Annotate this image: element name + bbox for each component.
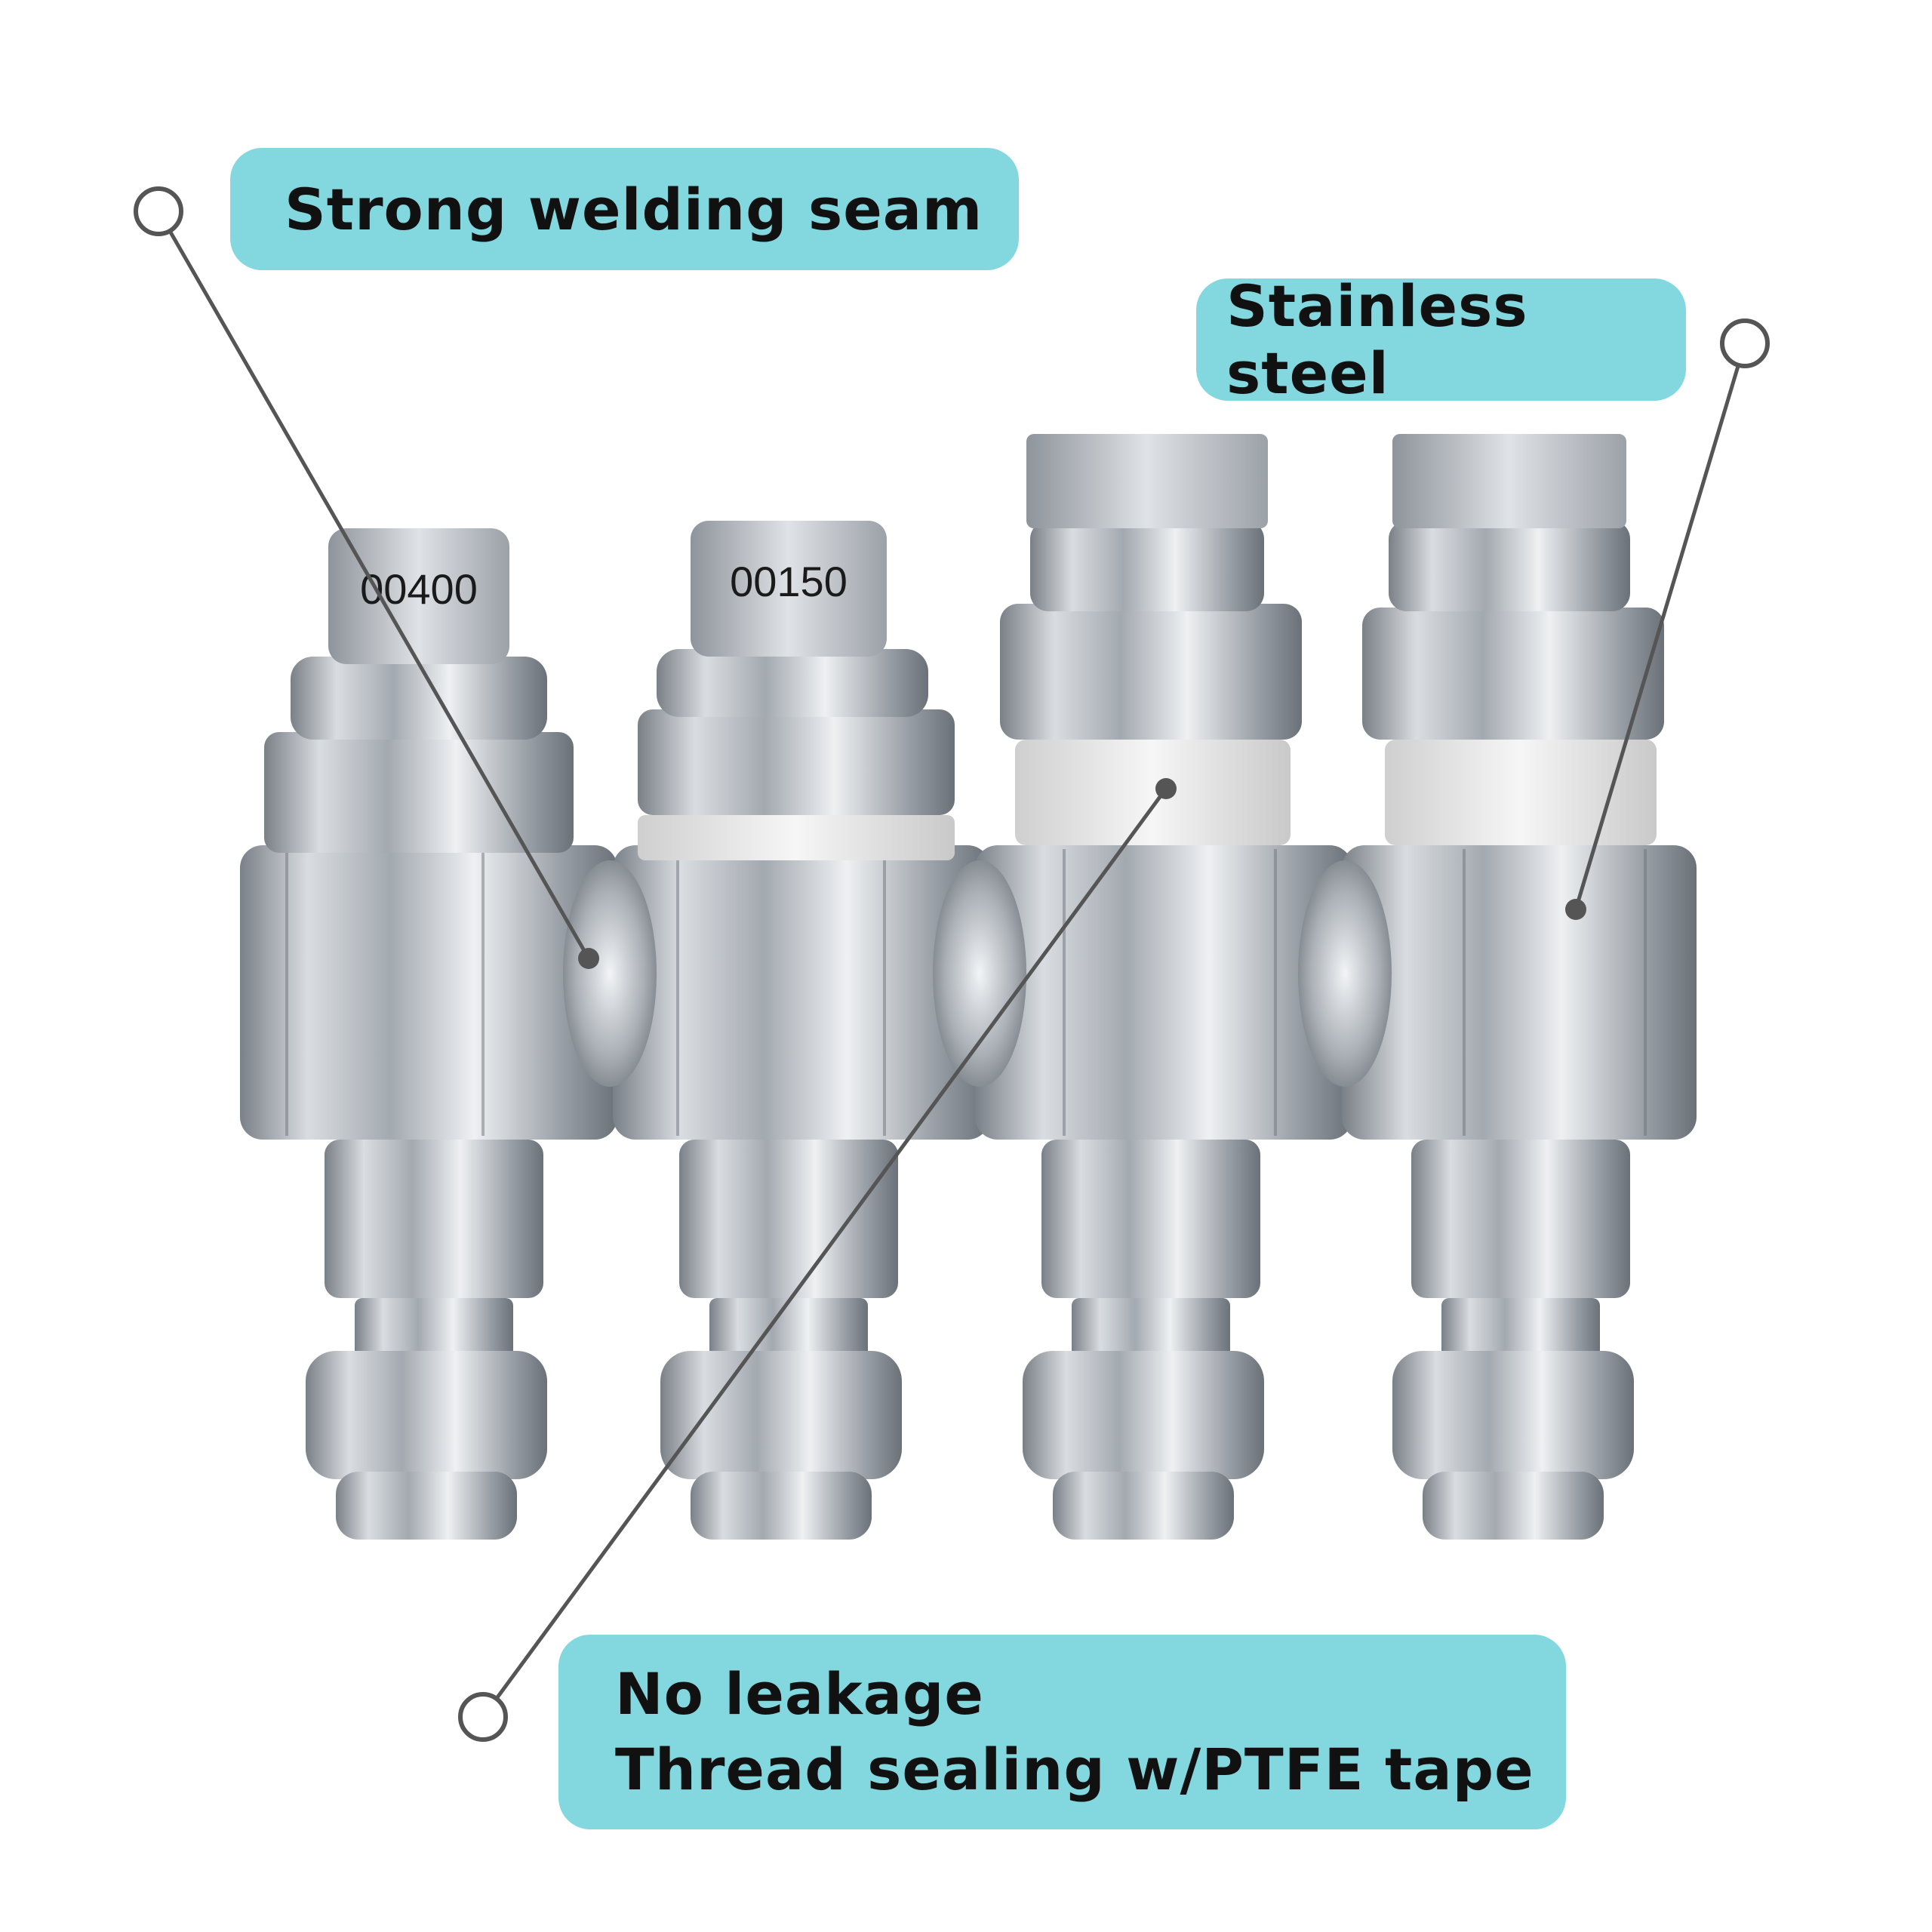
welding-seams [563, 860, 1392, 1087]
nozzle-marking-2: 00150 [730, 558, 848, 605]
label-line-2: Thread sealing w/PTFE tape [615, 1736, 1534, 1803]
label-no-leakage: No leakage Thread sealing w/PTFE tape [558, 1635, 1566, 1829]
nozzle-marking-1: 00400 [360, 565, 478, 613]
quick-connect-plugs [306, 1140, 1634, 1540]
manifold-body [240, 845, 1697, 1140]
label-line-1: No leakage [615, 1660, 984, 1727]
nozzles [264, 434, 1664, 860]
label-stainless-steel: Stainless steel [1196, 272, 1686, 407]
callout-endpoints [134, 186, 1770, 1742]
callout-lines [156, 210, 1747, 1718]
label-text: Strong welding seam [285, 175, 983, 243]
label-strong-welding-seam: Strong welding seam [230, 148, 1019, 270]
label-text: Stainless steel [1226, 272, 1528, 407]
